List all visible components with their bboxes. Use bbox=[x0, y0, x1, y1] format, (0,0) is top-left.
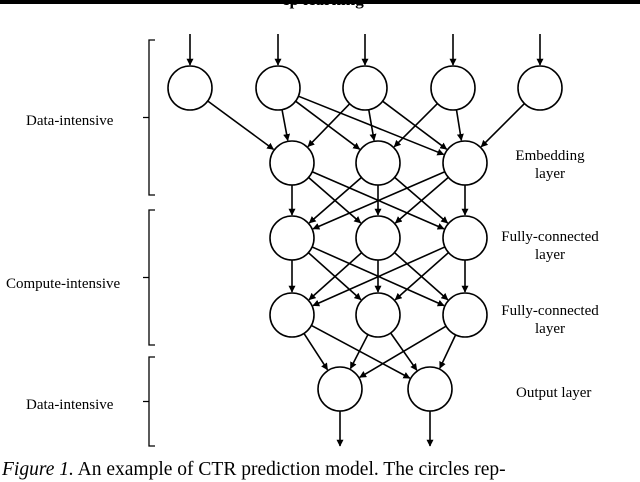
embedding-layer-label-text: Embedding layer bbox=[500, 147, 600, 183]
embedding-layer-label: Embedding layer bbox=[500, 147, 600, 183]
edge-input-5-emb-3 bbox=[480, 102, 526, 148]
output-node-1 bbox=[317, 366, 363, 412]
input-node-5 bbox=[517, 65, 563, 111]
caption-text: An example of CTR prediction model. The … bbox=[73, 459, 506, 480]
edge-l3-3-l4-1 bbox=[359, 325, 447, 378]
fc2-node-3 bbox=[442, 292, 488, 338]
edge-input-3-emb-3 bbox=[382, 100, 448, 150]
edge-l3-3-l4-2 bbox=[439, 334, 457, 369]
fc1-node-1 bbox=[269, 215, 315, 261]
section-label-compute-intensive: Compute-intensive bbox=[6, 276, 121, 292]
fc2-node-2 bbox=[355, 292, 401, 338]
edge-l2-2-l3-1 bbox=[308, 252, 363, 301]
edge-l3-1-l4-1 bbox=[303, 333, 329, 371]
edge-input-2-emb-1 bbox=[281, 109, 291, 142]
edge-l1-2-l2-1 bbox=[308, 176, 362, 224]
edge-l3-2-l4-1 bbox=[349, 334, 369, 370]
edge-input-4-emb-2 bbox=[393, 102, 439, 148]
output-layer-label-text: Output layer bbox=[516, 384, 591, 402]
fc1-node-3 bbox=[442, 215, 488, 261]
label-line: layer bbox=[535, 166, 565, 182]
input-node-3 bbox=[342, 65, 388, 111]
fully-connected-layer-2-label-text: Fully-connected layer bbox=[491, 302, 609, 338]
embedding-node-1 bbox=[269, 140, 315, 186]
section-bracket-1 bbox=[143, 39, 155, 196]
edge-l1-3-l2-1 bbox=[312, 171, 446, 230]
edge-l3-1-l4-2 bbox=[311, 324, 411, 379]
section-label-data-intensive-top: Data-intensive bbox=[26, 113, 114, 129]
fc2-node-1 bbox=[269, 292, 315, 338]
edge-input-3-emb-2 bbox=[367, 109, 377, 142]
input-node-1 bbox=[167, 65, 213, 111]
edge-input-2-emb-2 bbox=[295, 100, 361, 150]
page-header-fragment: ep learning bbox=[282, 0, 364, 10]
label-line: Embedding bbox=[515, 148, 585, 164]
edge-input-3-emb-1 bbox=[307, 103, 351, 148]
edge-input-4-emb-3 bbox=[455, 109, 464, 141]
edge-l1-3-l2-2 bbox=[394, 176, 449, 224]
input-node-4 bbox=[430, 65, 476, 111]
fully-connected-layer-1-label-text: Fully-connected layer bbox=[491, 228, 609, 264]
label-line: layer bbox=[535, 321, 565, 337]
fully-connected-layer-2-label: Fully-connected layer bbox=[491, 302, 609, 338]
figure-caption: Figure 1. An example of CTR prediction m… bbox=[2, 459, 506, 481]
label-line: layer bbox=[535, 247, 565, 263]
input-node-2 bbox=[255, 65, 301, 111]
section-label-data-intensive-bottom: Data-intensive bbox=[26, 397, 114, 413]
edge-input-1-emb-1 bbox=[207, 100, 275, 151]
section-bracket-2 bbox=[143, 209, 155, 346]
label-line: Output layer bbox=[516, 385, 592, 401]
fully-connected-layer-1-label: Fully-connected layer bbox=[491, 228, 609, 264]
label-line: Fully-connected bbox=[501, 229, 599, 245]
embedding-node-3 bbox=[442, 140, 488, 186]
embedding-node-2 bbox=[355, 140, 401, 186]
caption-figure-number: Figure 1. bbox=[2, 459, 74, 480]
top-rule bbox=[0, 0, 640, 4]
section-bracket-3 bbox=[143, 356, 155, 447]
label-line: Fully-connected bbox=[501, 303, 599, 319]
output-node-2 bbox=[407, 366, 453, 412]
fc1-node-2 bbox=[355, 215, 401, 261]
output-layer-label: Output layer bbox=[516, 384, 591, 402]
edge-l2-3-l3-1 bbox=[312, 246, 446, 307]
edge-l2-3-l3-2 bbox=[394, 251, 450, 301]
